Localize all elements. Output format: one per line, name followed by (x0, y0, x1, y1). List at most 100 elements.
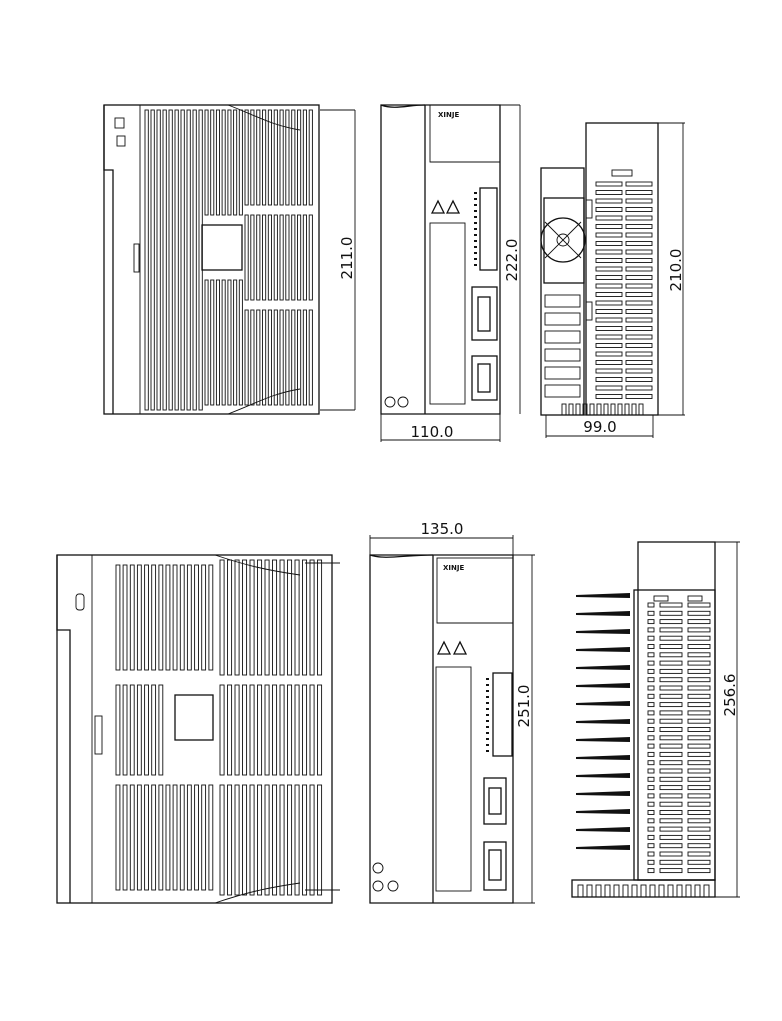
vent-slot (169, 110, 172, 410)
vent-slot (222, 280, 225, 405)
vent-slot (130, 785, 134, 890)
vent-slot (145, 565, 149, 670)
heatsink-fin (569, 404, 573, 415)
vent-slot (688, 769, 710, 773)
terminal-pin (486, 750, 489, 752)
vent-slot (648, 786, 654, 790)
vent-slot (648, 678, 654, 682)
vent-slot (303, 310, 306, 405)
small-rear-view (541, 123, 658, 415)
vent-slot (545, 367, 580, 379)
vent-slot (228, 280, 231, 405)
vent-slot (612, 170, 632, 176)
vent-slot (596, 225, 622, 229)
small-side-view (104, 105, 319, 414)
vent-slot (660, 719, 682, 723)
vent-slot (660, 819, 682, 823)
vent-slot (596, 216, 622, 220)
vent-slot (251, 215, 254, 300)
vent-slot (688, 819, 710, 823)
vent-slot (318, 785, 322, 895)
heatsink-fin (576, 665, 630, 670)
vent-slot (295, 685, 299, 775)
vent-slot (660, 802, 682, 806)
terminal-pin (486, 720, 489, 722)
vent-slot (137, 565, 141, 670)
vent-slot (660, 603, 682, 607)
vent-slot (280, 560, 284, 675)
vent-slot (216, 110, 219, 215)
vent-slot (626, 242, 652, 246)
vent-slot (688, 711, 710, 715)
vent-slot (688, 694, 710, 698)
vent-slot (648, 669, 654, 673)
vent-slot (310, 685, 314, 775)
vent-slot (211, 110, 214, 215)
vent-slot (688, 794, 710, 798)
vent-slot (648, 761, 654, 765)
vent-slot (151, 110, 154, 410)
vent-slot (626, 216, 652, 220)
heatsink-fin (576, 773, 630, 778)
vent-slot (688, 686, 710, 690)
heatsink-fin (704, 885, 709, 897)
vent-slot (648, 603, 654, 607)
terminal-pin (474, 192, 477, 194)
vent-slot (187, 110, 190, 410)
heatsink-fin (605, 885, 610, 897)
vent-slot (626, 293, 652, 297)
vent-slot (180, 785, 184, 890)
vent-slot (220, 785, 224, 895)
large-side-view (57, 555, 340, 903)
vent-slot (251, 310, 254, 405)
vent-slot (688, 761, 710, 765)
vent-slot (648, 794, 654, 798)
vent-slot (660, 860, 682, 864)
vent-slot (257, 110, 260, 205)
heatsink-fin (562, 404, 566, 415)
vent-slot (250, 560, 254, 675)
vent-slot (187, 785, 191, 890)
vent-slot (228, 110, 231, 215)
vent-slot (268, 110, 271, 205)
vent-slot (193, 110, 196, 410)
vent-slot (626, 225, 652, 229)
vent-slot (245, 310, 248, 405)
vent-slot (234, 110, 237, 215)
vent-slot (137, 685, 141, 775)
vent-slot (173, 785, 177, 890)
vent-slot (660, 628, 682, 632)
large-rear-height-label: 256.6 (721, 674, 739, 717)
vent-slot (545, 313, 580, 325)
vent-slot (130, 565, 134, 670)
vent-slot (303, 685, 307, 775)
terminal-pin (474, 204, 477, 206)
vent-slot (280, 215, 283, 300)
vent-slot (220, 685, 224, 775)
vent-slot (660, 678, 682, 682)
vent-slot (159, 685, 163, 775)
vent-slot (626, 386, 652, 390)
vent-slot (137, 785, 141, 890)
heatsink-fin (677, 885, 682, 897)
vent-slot (626, 182, 652, 186)
vent-slot (288, 785, 292, 895)
vent-slot (688, 596, 702, 601)
vent-slot (626, 250, 652, 254)
vent-slot (175, 110, 178, 410)
vent-slot (303, 215, 306, 300)
vent-slot (309, 110, 312, 205)
vent-slot (688, 844, 710, 848)
vent-slot (660, 786, 682, 790)
vent-slot (288, 685, 292, 775)
heatsink-fin (611, 404, 615, 415)
vent-slot (660, 636, 682, 640)
vent-slot (688, 835, 710, 839)
vent-slot (660, 653, 682, 657)
vent-slot (123, 685, 127, 775)
vent-slot (545, 295, 580, 307)
vent-slot (648, 636, 654, 640)
heatsink-fin (650, 885, 655, 897)
vent-slot (660, 835, 682, 839)
vent-slot (660, 777, 682, 781)
